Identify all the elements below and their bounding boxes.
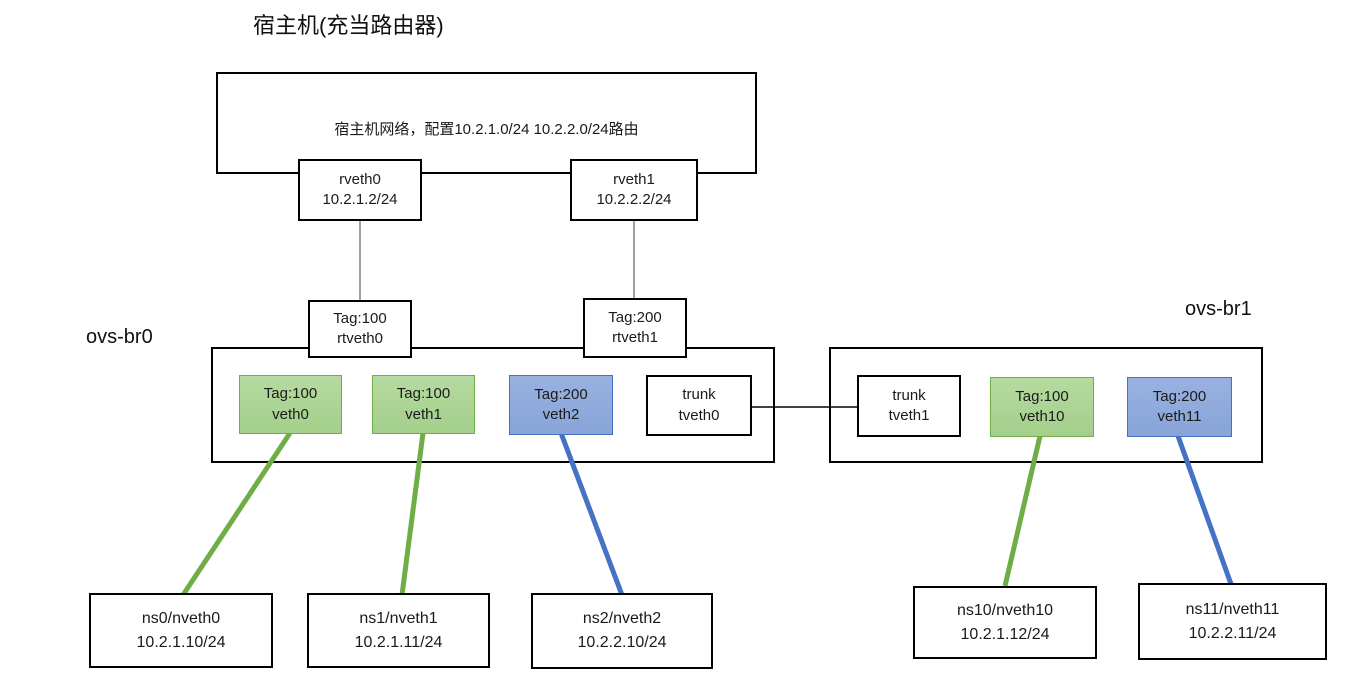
diagram-title: 宿主机(充当路由器)	[253, 13, 444, 38]
port-rveth0-ip: 10.2.1.2/24	[322, 191, 398, 208]
port-rtveth1-tag: Tag:200	[608, 308, 662, 326]
namespace-ns1-name: ns1/nveth1	[359, 609, 438, 627]
port-veth10: Tag:100 veth10	[990, 377, 1094, 437]
port-veth11: Tag:200 veth11	[1127, 377, 1232, 437]
port-rtveth0-name: rtveth0	[337, 330, 383, 347]
port-tveth1: trunk tveth1	[857, 375, 961, 437]
namespace-ns10: ns10/nveth10 10.2.1.12/24	[913, 586, 1097, 659]
port-veth10-name: veth10	[1019, 408, 1065, 425]
port-veth11-name: veth11	[1157, 408, 1202, 425]
namespace-ns0-ip: 10.2.1.10/24	[136, 633, 226, 651]
host-network-label: 宿主机网络，配置10.2.1.0/24 10.2.2.0/24路由	[334, 121, 639, 138]
port-veth0: Tag:100 veth0	[239, 375, 342, 434]
port-veth2-name: veth2	[542, 406, 580, 423]
port-rtveth0-tag: Tag:100	[333, 309, 387, 327]
namespace-ns2-name: ns2/nveth2	[582, 610, 662, 627]
host-network-box: 宿主机网络，配置10.2.1.0/24 10.2.2.0/24路由	[216, 72, 757, 174]
port-veth2: Tag:200 veth2	[509, 375, 613, 435]
port-tveth1-name: tveth1	[888, 407, 930, 424]
wire-veth10-ns10	[1002, 435, 1043, 587]
namespace-ns11-ip: 10.2.2.11/24	[1188, 624, 1277, 642]
port-rtveth0: Tag:100 rtveth0	[308, 300, 412, 358]
namespace-ns1: ns1/nveth1 10.2.1.11/24	[307, 593, 490, 668]
namespace-ns11-name: ns11/nveth11	[1185, 600, 1280, 618]
namespace-ns2: ns2/nveth2 10.2.2.10/24	[531, 593, 713, 669]
bridge-ovs-br1-box	[829, 347, 1263, 463]
bridge-label-ovs-br1: ovs-br1	[1185, 298, 1252, 320]
wire-veth1-ns1	[399, 432, 426, 596]
namespace-ns10-name: ns10/nveth10	[956, 601, 1054, 619]
port-veth1-tag: Tag:100	[396, 385, 451, 403]
port-rveth0-name: rveth0	[339, 170, 381, 188]
namespace-ns10-ip: 10.2.1.12/24	[960, 625, 1050, 643]
port-veth11-tag: Tag:200	[1152, 387, 1207, 405]
namespace-ns0-name: ns0/nveth0	[141, 609, 221, 627]
port-rveth1-name: rveth1	[613, 170, 655, 188]
port-veth2-tag: Tag:200	[534, 385, 588, 403]
namespace-ns11: ns11/nveth11 10.2.2.11/24	[1138, 583, 1327, 660]
port-veth0-tag: Tag:100	[263, 385, 318, 403]
namespace-ns0: ns0/nveth0 10.2.1.10/24	[89, 593, 273, 668]
port-rveth1-ip: 10.2.2.2/24	[596, 191, 672, 208]
namespace-ns1-ip: 10.2.1.11/24	[354, 633, 443, 651]
port-rtveth1-name: rtveth1	[612, 329, 658, 346]
port-veth1-name: veth1	[405, 405, 442, 423]
wire-veth2-ns2	[558, 432, 625, 596]
bridge-label-ovs-br0: ovs-br0	[86, 326, 153, 348]
namespace-ns2-ip: 10.2.2.10/24	[577, 634, 667, 651]
wire-veth0-ns0	[180, 431, 293, 597]
port-veth1: Tag:100 veth1	[372, 375, 475, 434]
port-veth10-tag: Tag:100	[1015, 387, 1069, 405]
bridge-ovs-br0-box	[211, 347, 775, 463]
port-rveth0: rveth0 10.2.1.2/24	[298, 159, 422, 221]
port-tveth1-tag: trunk	[892, 386, 926, 404]
port-tveth0: trunk tveth0	[646, 375, 752, 436]
wire-veth11-ns11	[1175, 435, 1234, 585]
port-rveth1: rveth1 10.2.2.2/24	[570, 159, 698, 221]
port-tveth0-name: tveth0	[678, 406, 720, 424]
port-tveth0-tag: trunk	[682, 386, 716, 404]
port-rtveth1: Tag:200 rtveth1	[583, 298, 687, 358]
port-veth0-name: veth0	[272, 405, 309, 423]
